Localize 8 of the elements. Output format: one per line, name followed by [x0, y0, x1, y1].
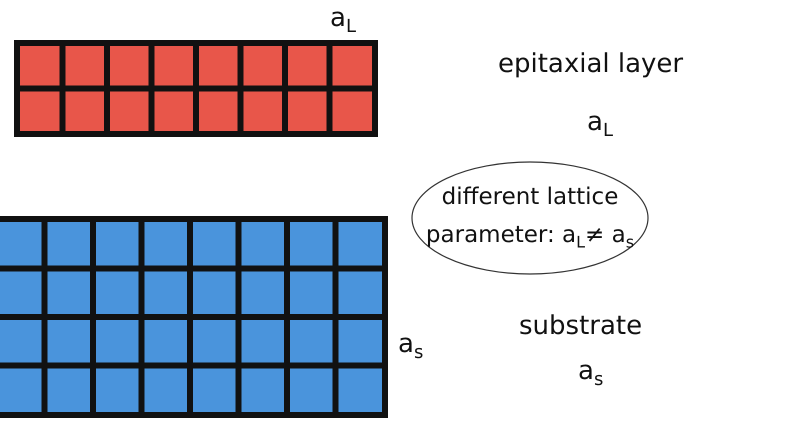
lattice-constant-label: a$_{L}$ — [587, 108, 613, 141]
layer-name: substrate — [519, 312, 642, 341]
layer-name: epitaxial layer — [498, 50, 684, 79]
oval-callout — [410, 160, 650, 276]
callout-text: different lattice parameter: a$_{L}$≠ a$_{s}$ — [424, 183, 636, 254]
lattice-constant-label: a$_{L}$ — [330, 4, 356, 37]
lattice-constant-label: a$_{s}$ — [398, 330, 424, 363]
lattice-constant-label: a$_{s}$ — [578, 357, 604, 390]
